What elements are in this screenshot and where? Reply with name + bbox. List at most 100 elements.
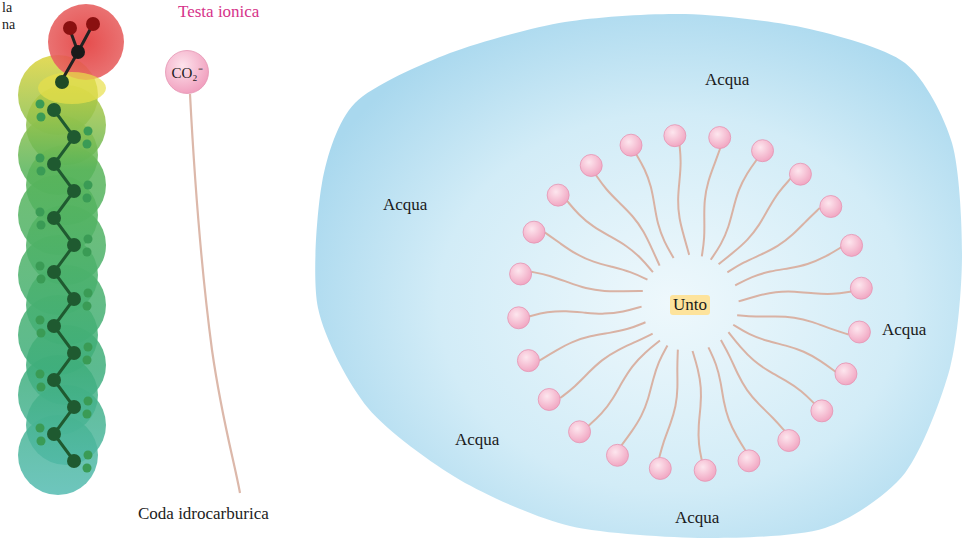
atom (37, 275, 46, 284)
atom (83, 194, 92, 203)
atom (67, 184, 81, 198)
water-label: Acqua (675, 508, 719, 528)
water-label: Acqua (882, 320, 926, 340)
atom (37, 437, 46, 446)
atom (84, 397, 93, 406)
atom (47, 427, 61, 441)
atom (83, 140, 92, 149)
soap-head (848, 321, 870, 343)
soap-tail (545, 232, 648, 279)
soap-head (778, 430, 800, 452)
atom (67, 130, 81, 144)
head-label: Testa ionica (178, 2, 259, 22)
atom (36, 208, 45, 217)
atom (67, 454, 81, 468)
atom (67, 400, 81, 414)
atom (83, 302, 92, 311)
space-filling-model (18, 4, 124, 495)
cut-label: na (2, 17, 15, 33)
soap-tail (739, 291, 852, 301)
water-label: Acqua (383, 195, 427, 215)
atom (37, 329, 46, 338)
atom (47, 319, 61, 333)
water-shape (300, 8, 969, 543)
atom (86, 17, 100, 31)
soap-head (510, 263, 532, 285)
soap-tail (560, 334, 652, 398)
soap-head (580, 154, 602, 176)
soap-tail (733, 325, 836, 372)
atom (84, 343, 93, 352)
atom (84, 181, 93, 190)
atom (47, 103, 61, 117)
atom (36, 316, 45, 325)
soap-head (523, 221, 545, 243)
atom (71, 45, 85, 59)
atom (37, 167, 46, 176)
soap-tail (659, 350, 678, 460)
micelle (300, 8, 969, 543)
soap-tail (737, 315, 849, 334)
soap-tail (693, 351, 703, 463)
atom (84, 127, 93, 136)
ionic-head-cloud (48, 4, 124, 80)
soap-head (606, 444, 628, 466)
soap-head (841, 234, 863, 256)
soap-head (738, 450, 760, 472)
hydrocarbon-tail (190, 94, 240, 493)
atom (47, 211, 61, 225)
atom (67, 346, 81, 360)
atom (37, 113, 46, 122)
soap-head (569, 421, 591, 443)
soap-head (709, 127, 731, 149)
soap-tail (728, 332, 814, 404)
soap-head (820, 196, 842, 218)
soap-tail (539, 322, 645, 360)
soap-head (694, 459, 716, 481)
water-region: UntoAcquaAcquaAcquaAcquaAcqua (300, 8, 969, 543)
atom (47, 157, 61, 171)
atom (83, 464, 92, 473)
soap-head (752, 140, 774, 162)
atom (55, 75, 69, 89)
atom (36, 370, 45, 379)
soap-tail (588, 341, 660, 427)
soap-tail (531, 272, 643, 291)
charge-transition (38, 72, 106, 104)
atom (36, 424, 45, 433)
head-circle-shape (166, 51, 209, 94)
soap-tail (529, 307, 642, 317)
soap-head (850, 277, 872, 299)
atom (83, 356, 92, 365)
soap-head (508, 307, 530, 329)
atom (84, 235, 93, 244)
water-label: Acqua (455, 430, 499, 450)
ionic-head: CO₂⁻ (165, 50, 209, 94)
atom (47, 373, 61, 387)
atom (37, 383, 46, 392)
ion-formula: CO₂⁻ (171, 62, 202, 82)
soap-tail (567, 200, 653, 272)
atom (63, 21, 77, 35)
soap-head (664, 125, 686, 147)
grease-label: Unto (670, 295, 710, 315)
soap-head (620, 134, 642, 156)
tail-label: Coda idrocarburica (138, 504, 269, 524)
atom (47, 265, 61, 279)
atom (83, 248, 92, 257)
soap-tail (678, 143, 689, 255)
water-blob (315, 14, 962, 538)
atom (84, 451, 93, 460)
cut-label: la (2, 0, 12, 16)
soap-head (789, 163, 811, 185)
soap-tail (711, 158, 758, 260)
soap-tail (721, 340, 785, 432)
soap-head (538, 388, 560, 410)
atom (67, 238, 81, 252)
soap-tail (595, 174, 659, 266)
soap-tail (735, 247, 841, 285)
soap-tail (635, 153, 673, 258)
soap-head (517, 350, 539, 372)
atom (84, 289, 93, 298)
